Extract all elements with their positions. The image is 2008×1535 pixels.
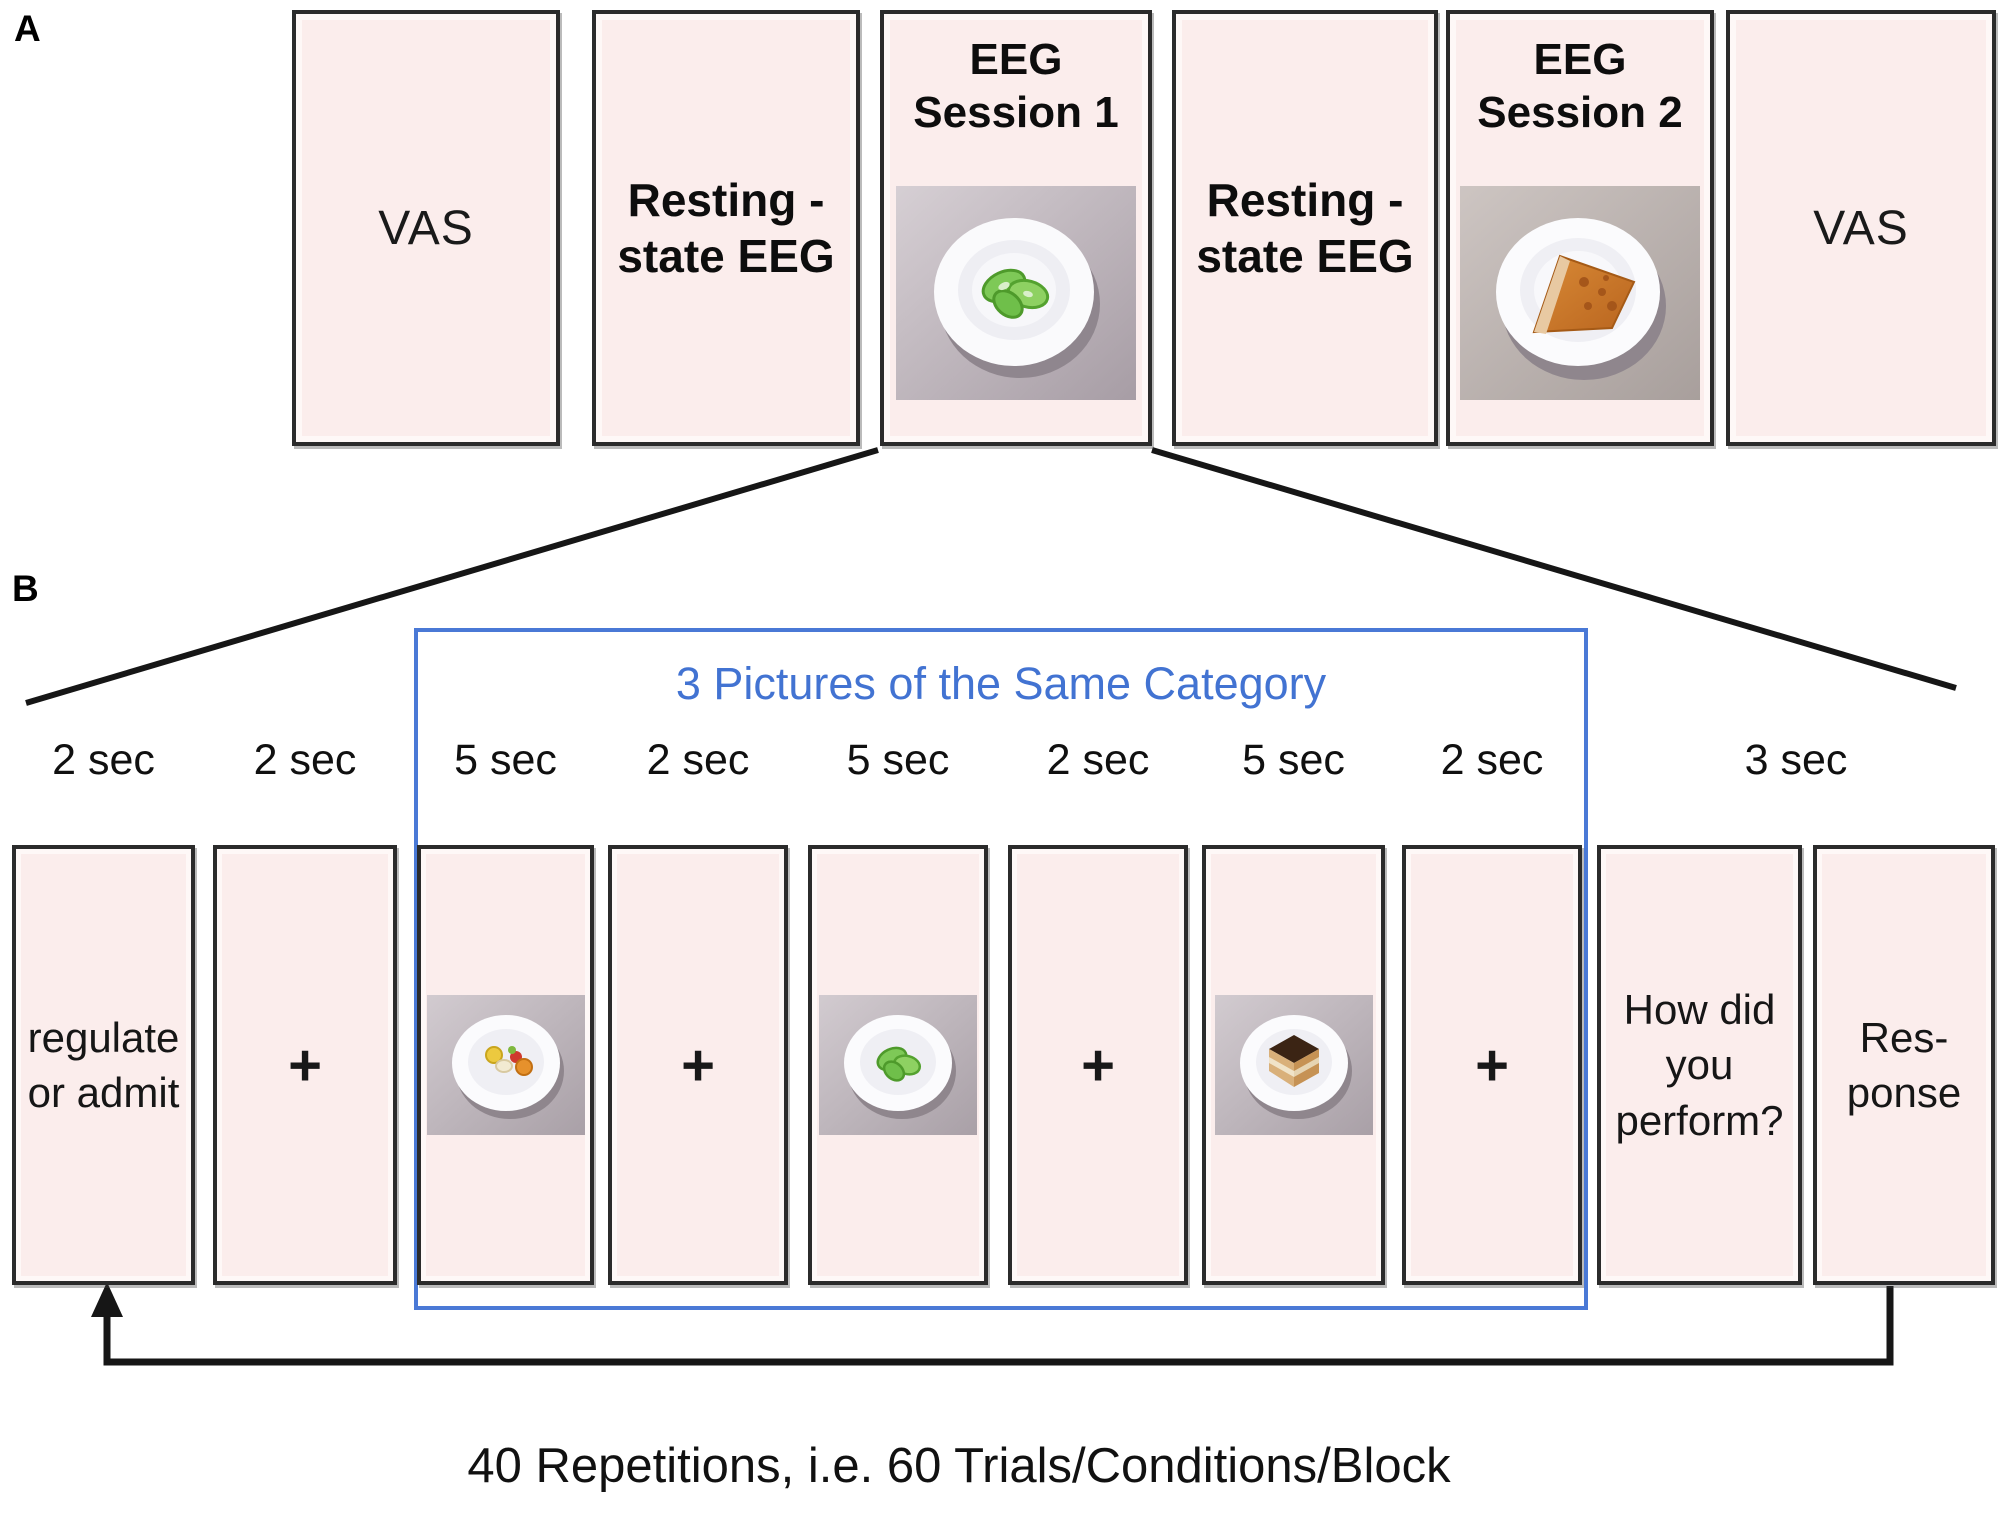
stage-label-line: Resting - [627, 173, 825, 226]
stage-box-vas-pre: VAS [292, 10, 560, 446]
stage-label-line: state EEG [1196, 230, 1414, 282]
stage-label-vas-post: VAS [1813, 201, 1909, 255]
duration-label-8: 2 sec [1440, 736, 1544, 784]
duration-label-2: 2 sec [253, 736, 357, 784]
panel-a-label: A [14, 8, 41, 49]
duration-label-response: 3 sec [1744, 736, 1848, 784]
duration-label-6: 2 sec [1046, 736, 1150, 784]
stage-title-line: EEG [1533, 35, 1627, 84]
question-line: you [1665, 1041, 1734, 1089]
instruction-line: regulate [27, 1013, 180, 1061]
instruction-line: or admit [27, 1069, 180, 1116]
photo-pizza-slice [1460, 186, 1700, 400]
response-line: ponse [1846, 1069, 1962, 1116]
trial-box-performance-question: How did you perform? [1597, 845, 1802, 1285]
stage-title: EEG Session 2 [1450, 34, 1710, 140]
duration-label-4: 2 sec [646, 736, 750, 784]
stage-box-resting-eeg-2: Resting - state EEG [1172, 10, 1438, 446]
stage-title-line: Session 1 [913, 87, 1119, 137]
response-line: Res- [1859, 1013, 1949, 1061]
duration-label-1: 2 sec [52, 736, 155, 784]
question-line: perform? [1615, 1096, 1784, 1144]
same-category-group-outline [414, 628, 1588, 1310]
trial-box-fixation-2: + [608, 845, 788, 1285]
trial-box-response: Res- ponse [1813, 845, 1995, 1285]
trial-box-picture-2 [808, 845, 988, 1285]
stage-label-line: state EEG [617, 230, 835, 282]
trial-box-fixation-3: + [1008, 845, 1188, 1285]
stage-label-line: Resting - [1206, 173, 1404, 226]
duration-label-7: 5 sec [1242, 736, 1345, 784]
stage-label-vas-pre: VAS [378, 201, 474, 255]
trial-box-fixation-4: + [1402, 845, 1582, 1285]
stage-box-resting-eeg-1: Resting - state EEG [592, 10, 860, 446]
zoom-line-right [1151, 447, 1957, 691]
fixation-cross: + [681, 1032, 715, 1098]
panel-b-label: B [12, 568, 39, 609]
zoom-line-left [25, 447, 879, 706]
same-category-group-title: 3 Pictures of the Same Category [675, 658, 1327, 709]
photo-fruit-pieces [426, 995, 585, 1135]
duration-label-5: 5 sec [846, 736, 950, 784]
duration-label-3: 5 sec [454, 736, 557, 784]
stage-title: EEG Session 1 [884, 34, 1148, 140]
trial-box-instruction: regulate or admit [12, 845, 195, 1285]
trial-box-picture-1 [417, 845, 594, 1285]
photo-green-vegetables-small [819, 995, 977, 1135]
feedback-loop-line [103, 1286, 1894, 1366]
question-line: How did [1623, 985, 1776, 1033]
photo-chocolate-cake [1214, 995, 1373, 1135]
stage-title-line: Session 2 [1477, 87, 1683, 137]
stage-box-eeg-session-2: EEG Session 2 [1446, 10, 1714, 446]
trial-box-fixation-1: + [213, 845, 397, 1285]
fixation-cross: + [1475, 1032, 1509, 1098]
stage-title-line: EEG [969, 35, 1063, 84]
stage-box-eeg-session-1: EEG Session 1 [880, 10, 1152, 446]
photo-green-vegetables [896, 186, 1136, 400]
feedback-arrowhead-icon [91, 1282, 123, 1317]
fixation-cross: + [1081, 1032, 1115, 1098]
stage-box-vas-post: VAS [1726, 10, 1996, 446]
fixation-cross: + [288, 1032, 322, 1098]
repetitions-caption: 40 Repetitions, i.e. 60 Trials/Condition… [467, 1439, 1451, 1493]
trial-box-picture-3 [1202, 845, 1385, 1285]
